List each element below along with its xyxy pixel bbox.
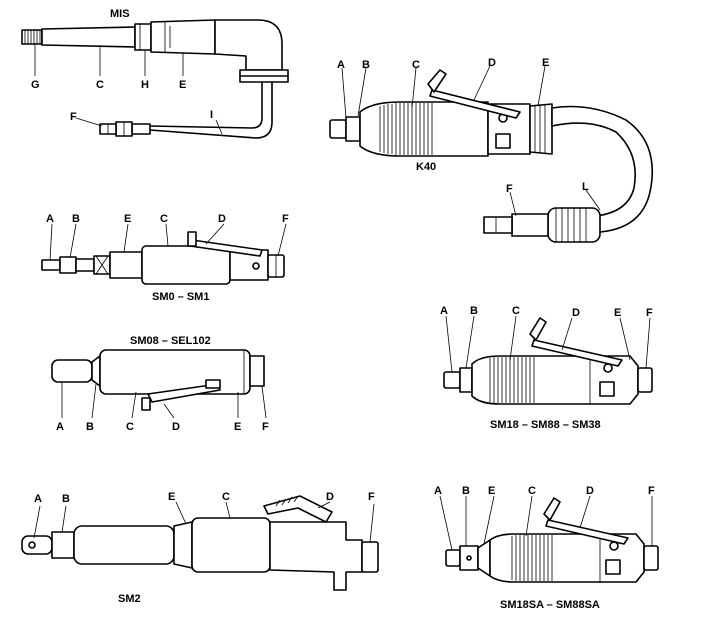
sm0-label-c: C (160, 213, 168, 225)
sm18sa-label-d: D (586, 485, 594, 497)
k40-caption: K40 (416, 161, 436, 173)
sm08-label-a: A (56, 421, 64, 433)
tool-sm18-sm88-sm38: SM18 – SM88 – SM38 A B C D E F (440, 305, 653, 431)
sm08-label-d: D (172, 421, 180, 433)
sm0-label-f: F (282, 213, 289, 225)
sm08-label-f: F (262, 421, 269, 433)
tool-sm18sa-sm88sa: SM18SA – SM88SA A B E C D F (434, 485, 659, 611)
sm2-label-f: F (368, 491, 375, 503)
tool-k40: K40 A B C D E F L (329, 57, 654, 243)
sm08-caption: SM08 – SEL102 (130, 335, 211, 347)
sm18-label-b: B (470, 305, 478, 317)
sm0-label-d: D (218, 213, 226, 225)
sm0-label-e: E (124, 213, 131, 225)
tool-sm0-sm1: SM0 – SM1 A B E C D F (41, 213, 289, 303)
sm2-label-c: C (222, 491, 230, 503)
mis-label-g: G (31, 79, 40, 91)
k40-label-b: B (362, 59, 370, 71)
sm2-label-e: E (168, 491, 175, 503)
sm2-label-b: B (62, 493, 70, 505)
sm2-label-a: A (34, 493, 42, 505)
tool-mis: MIS G C H E F I (21, 8, 289, 139)
mis-label-c: C (96, 79, 104, 91)
mis-label-f: F (70, 111, 77, 123)
mis-label-h: H (141, 79, 149, 91)
sm18sa-label-a: A (434, 485, 442, 497)
k40-label-d: D (488, 57, 496, 69)
sm0-caption: SM0 – SM1 (152, 291, 209, 303)
k40-label-e: E (542, 57, 549, 69)
sm18-label-d: D (572, 307, 580, 319)
sm08-label-e: E (234, 421, 241, 433)
sm2-caption: SM2 (118, 593, 141, 605)
sm18sa-label-f: F (648, 485, 655, 497)
sm18-label-c: C (512, 305, 520, 317)
k40-label-l: L (582, 181, 589, 193)
tool-sm2: SM2 A B E C D F (21, 491, 379, 605)
sm08-label-b: B (86, 421, 94, 433)
tool-sm08-sel102: SM08 – SEL102 A B C D E F (51, 335, 269, 433)
mis-label-i: I (210, 109, 213, 121)
mis-label-e: E (179, 79, 186, 91)
sm18sa-label-c: C (528, 485, 536, 497)
sm0-label-a: A (46, 213, 54, 225)
sm18-label-a: A (440, 305, 448, 317)
sm18sa-label-e: E (488, 485, 495, 497)
k40-label-c: C (412, 59, 420, 71)
sm18-caption: SM18 – SM88 – SM38 (490, 419, 601, 431)
sm18sa-caption: SM18SA – SM88SA (500, 599, 600, 611)
sm18-label-e: E (614, 307, 621, 319)
sm08-label-c: C (126, 421, 134, 433)
k40-label-a: A (337, 59, 345, 71)
sm2-label-d: D (326, 491, 334, 503)
sm0-label-b: B (72, 213, 80, 225)
mis-caption: MIS (110, 8, 130, 20)
sm18-label-f: F (646, 307, 653, 319)
k40-label-f: F (506, 183, 513, 195)
sm18sa-label-b: B (462, 485, 470, 497)
